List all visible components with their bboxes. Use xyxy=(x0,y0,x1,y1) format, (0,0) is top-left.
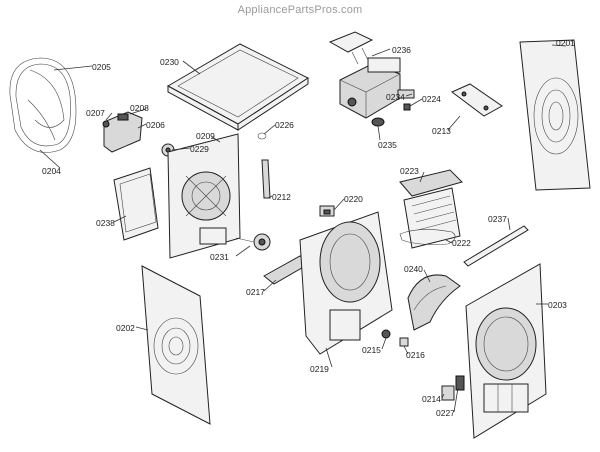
callout-0240: 0240 xyxy=(404,264,423,274)
callout-0222: 0222 xyxy=(452,238,471,248)
callout-0213: 0213 xyxy=(432,126,451,136)
callout-0226: 0226 xyxy=(275,120,294,130)
callout-0216: 0216 xyxy=(406,350,425,360)
door-latch-parts xyxy=(441,375,465,401)
grommet-part xyxy=(257,132,267,140)
air-duct-part xyxy=(407,274,461,331)
callout-0217: 0217 xyxy=(246,287,265,297)
callout-0207: 0207 xyxy=(86,108,105,118)
duct-panel-part xyxy=(113,167,159,241)
sensor-housing-part xyxy=(102,111,143,153)
watermark: AppliancePartsPros.com xyxy=(237,4,363,16)
callout-0219: 0219 xyxy=(310,364,329,374)
lint-filter-part xyxy=(399,169,463,249)
control-assembly-part xyxy=(328,31,401,119)
switch-part xyxy=(319,205,335,217)
side-panel-right-part xyxy=(519,39,591,191)
front-bulkhead-part xyxy=(299,211,393,355)
callout-0237: 0237 xyxy=(488,214,507,224)
callout-0235: 0235 xyxy=(378,140,397,150)
callout-0223: 0223 xyxy=(400,166,419,176)
callout-0220: 0220 xyxy=(344,194,363,204)
callout-0205: 0205 xyxy=(92,62,111,72)
callout-0202: 0202 xyxy=(116,323,135,333)
thermostat-part xyxy=(371,89,415,127)
bracket-part xyxy=(451,83,503,117)
callout-0238: 0238 xyxy=(96,218,115,228)
callout-0231: 0231 xyxy=(210,252,229,262)
front-panel-part xyxy=(465,263,547,439)
callout-0208: 0208 xyxy=(130,103,149,113)
callout-0201: 0201 xyxy=(556,38,575,48)
callout-0214: 0214 xyxy=(422,394,441,404)
gasket-part xyxy=(399,229,456,245)
callout-0224: 0224 xyxy=(422,94,441,104)
callout-0206: 0206 xyxy=(146,120,165,130)
rod-part xyxy=(261,159,271,199)
callout-0203: 0203 xyxy=(548,300,567,310)
callout-0212: 0212 xyxy=(272,192,291,202)
top-panel-part xyxy=(166,43,310,131)
side-panel-left-part xyxy=(141,265,211,425)
clip-part xyxy=(403,103,411,111)
callout-0227: 0227 xyxy=(436,408,455,418)
callout-0236: 0236 xyxy=(392,45,411,55)
callout-0230: 0230 xyxy=(160,57,179,67)
rear-panel-part xyxy=(167,133,241,259)
callout-0229: 0229 xyxy=(190,144,209,154)
callout-0234: 0234 xyxy=(386,92,405,102)
pulley-part xyxy=(235,233,271,251)
callout-0209: 0209 xyxy=(196,131,215,141)
leader-lines xyxy=(39,44,567,413)
callout-0215: 0215 xyxy=(362,345,381,355)
callout-0204: 0204 xyxy=(42,166,61,176)
door-seal-part xyxy=(9,57,77,153)
rail-part xyxy=(463,225,529,267)
